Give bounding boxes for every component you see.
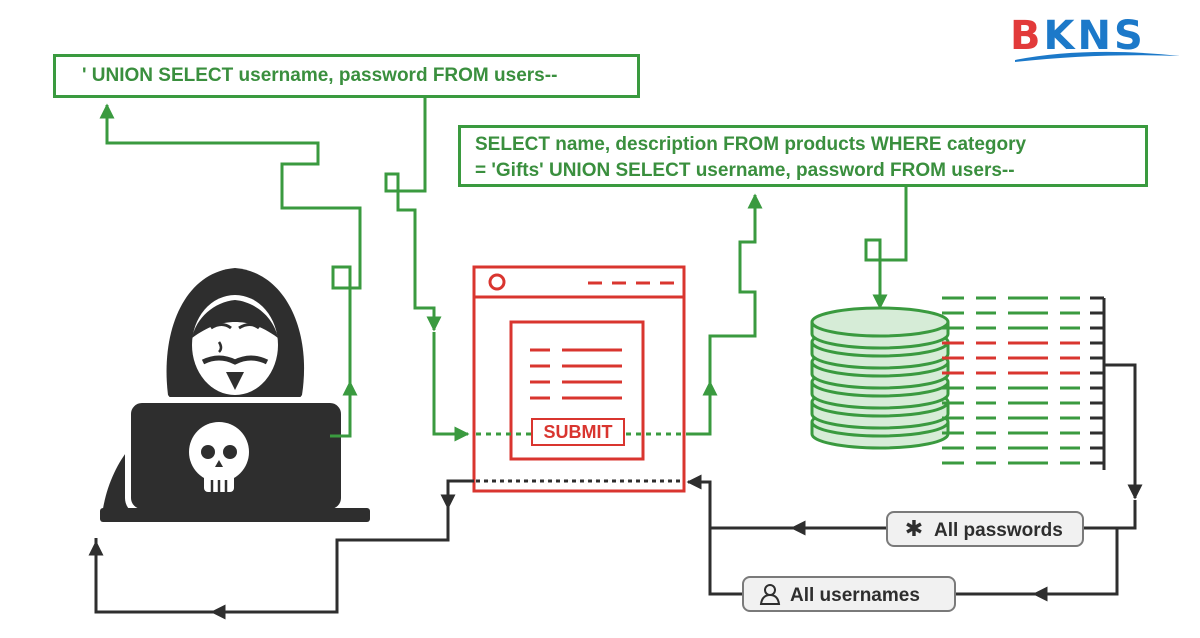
- all-usernames-result: All usernames: [742, 576, 956, 612]
- all-passwords-result: ✱ All passwords: [886, 511, 1084, 547]
- connector-square: [331, 265, 352, 290]
- web-form-window: [472, 265, 686, 493]
- data-table-rows: [942, 296, 1080, 465]
- usernames-return-path: [1032, 528, 1119, 602]
- injection-payload-box: ' UNION SELECT username, password FROM u…: [53, 54, 640, 98]
- query-to-database-path: [864, 187, 908, 310]
- data-table-bracket: [1090, 296, 1106, 470]
- form-text-lines: [530, 348, 622, 400]
- response-paths: [88, 363, 1143, 620]
- payload-text: ' UNION SELECT username, password FROM u…: [82, 65, 558, 86]
- request-paths: [99, 97, 908, 442]
- sql-query-box: SELECT name, description FROM products W…: [458, 125, 1148, 187]
- asterisk-icon: ✱: [904, 516, 924, 541]
- form-to-query-path: [686, 380, 718, 436]
- passwords-label: All passwords: [934, 520, 1063, 541]
- user-icon: [756, 578, 784, 610]
- table-to-results-path: [1104, 363, 1143, 500]
- brand-swoosh-icon: [1015, 51, 1180, 62]
- submit-button[interactable]: SUBMIT: [531, 418, 625, 446]
- database-icon: [810, 306, 950, 450]
- form-to-hacker-path: [440, 479, 474, 510]
- usernames-label: All usernames: [790, 585, 920, 606]
- hacker-to-payload-path: [330, 380, 358, 438]
- brand-logo: BKNS: [1010, 13, 1146, 59]
- query-line-1: SELECT name, description FROM products W…: [475, 134, 1027, 155]
- query-line-2: = 'Gifts' UNION SELECT username, passwor…: [475, 160, 1015, 181]
- payload-to-form-path: [384, 97, 442, 332]
- window-dot-icon: [488, 273, 506, 291]
- skull-icon: [189, 422, 249, 492]
